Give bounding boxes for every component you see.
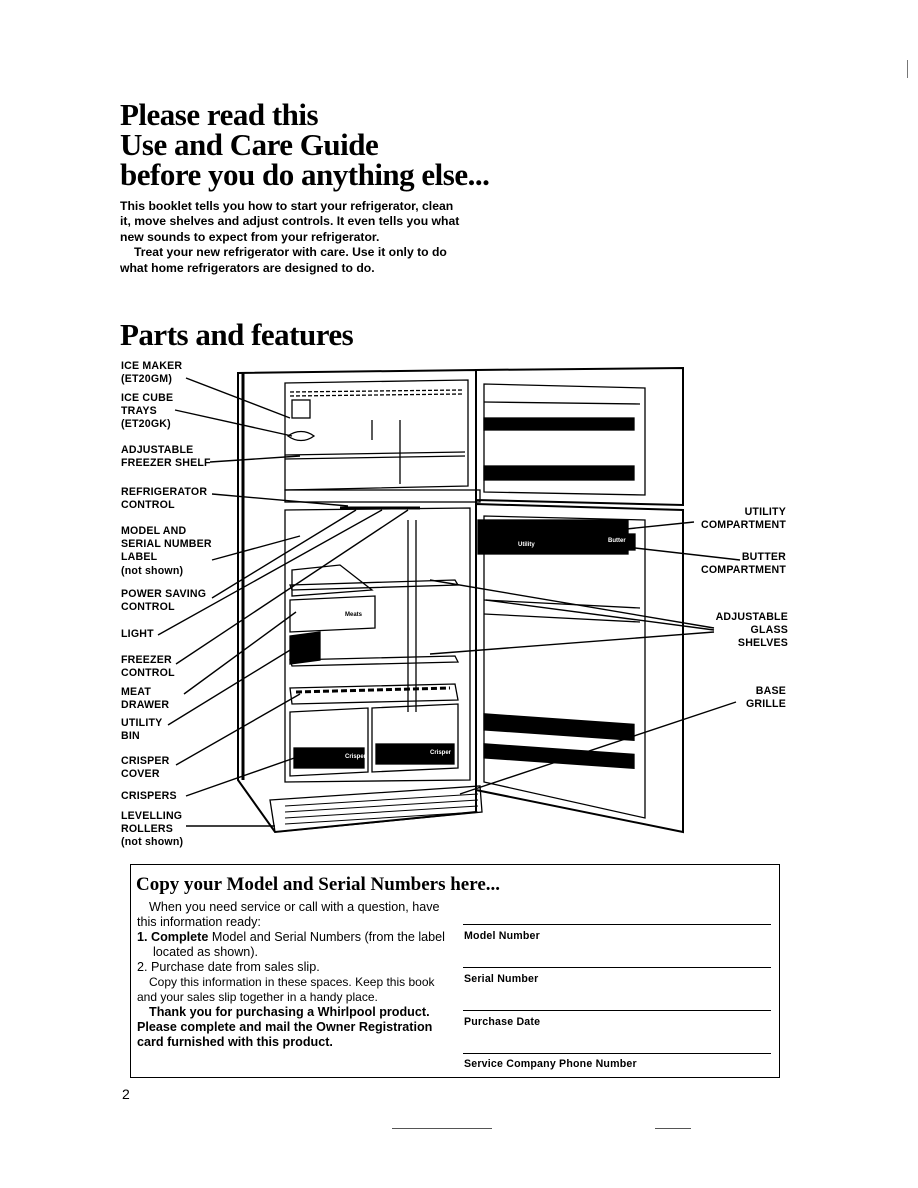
service-phone-label: Service Company Phone Number bbox=[464, 1058, 637, 1070]
title-line-2: Use and Care Guide bbox=[120, 127, 379, 162]
parts-heading: Parts and features bbox=[120, 317, 354, 352]
page-title: Please read this Use and Care Guide befo… bbox=[120, 97, 640, 192]
door-label-butter: Butter bbox=[608, 538, 626, 544]
crisper-label-left: Crisper bbox=[345, 754, 367, 760]
copy-box-instructions: When you need service or call with a que… bbox=[137, 900, 447, 1050]
meat-drawer bbox=[289, 595, 376, 633]
copy-box-note: Copy this information in these spaces. K… bbox=[137, 975, 435, 1004]
label-base-grille: BASE GRILLE bbox=[745, 685, 786, 711]
base-grille-shape bbox=[269, 785, 483, 833]
label-ice-maker: ICE MAKER (ET20GM) bbox=[121, 360, 183, 386]
copy-box-thanks: Thank you for purchasing a Whirlpool pro… bbox=[137, 1005, 433, 1049]
copy-box-item-1-bold: 1. Complete bbox=[137, 930, 209, 944]
label-crispers: CRISPERS bbox=[121, 790, 177, 802]
serial-number-label: Serial Number bbox=[464, 973, 539, 985]
refrigerator-door bbox=[475, 502, 684, 834]
copy-box-item-1-rest: Model and Serial Numbers (from the label… bbox=[153, 930, 445, 959]
fresh-food-compartment bbox=[284, 507, 471, 783]
intro-text: This booklet tells you how to start your… bbox=[120, 199, 460, 276]
label-levelling-rollers: LEVELLING ROLLERS (not shown) bbox=[121, 810, 184, 849]
model-number-label: Model Number bbox=[464, 930, 540, 942]
model-number-line bbox=[463, 924, 771, 925]
page-number: 2 bbox=[122, 1086, 130, 1102]
label-meat-drawer: MEAT DRAWER bbox=[121, 686, 170, 712]
service-phone-line bbox=[463, 1053, 771, 1054]
intro-paragraph-2: Treat your new refrigerator with care. U… bbox=[120, 245, 447, 275]
drawer-label-meats: Meats bbox=[345, 612, 363, 618]
label-crisper-cover: CRISPER COVER bbox=[121, 755, 170, 781]
crisper-label-right: Crisper bbox=[430, 750, 452, 756]
label-light: LIGHT bbox=[121, 628, 154, 640]
title-line-1: Please read this bbox=[120, 97, 319, 132]
scan-mark bbox=[655, 1128, 691, 1129]
crisper-left bbox=[289, 707, 369, 777]
label-model-serial: MODEL AND SERIAL NUMBER LABEL (not shown… bbox=[121, 525, 212, 577]
scan-mark bbox=[907, 60, 908, 78]
label-power-saving-control: POWER SAVING CONTROL bbox=[121, 588, 207, 614]
copy-numbers-box bbox=[130, 864, 780, 1078]
label-freezer-control: FREEZER CONTROL bbox=[121, 654, 175, 680]
label-utility-compartment: UTILITY COMPARTMENT bbox=[701, 506, 786, 532]
copy-box-intro: When you need service or call with a que… bbox=[137, 900, 440, 929]
freezer-compartment bbox=[284, 379, 469, 491]
label-adjustable-freezer-shelf: ADJUSTABLE FREEZER SHELF bbox=[121, 444, 211, 470]
intro-paragraph-1: This booklet tells you how to start your… bbox=[120, 199, 460, 244]
label-refrigerator-control: REFRIGERATOR CONTROL bbox=[121, 486, 208, 512]
purchase-date-line bbox=[463, 1010, 771, 1011]
purchase-date-label: Purchase Date bbox=[464, 1016, 541, 1028]
title-line-3: before you do anything else... bbox=[120, 157, 490, 192]
label-adjustable-glass-shelves: ADJUSTABLE GLASS SHELVES bbox=[715, 611, 788, 650]
label-utility-bin: UTILITY BIN bbox=[121, 717, 163, 743]
freezer-door bbox=[475, 366, 684, 507]
crisper-right bbox=[371, 703, 459, 773]
serial-number-line bbox=[463, 967, 771, 968]
control-panel bbox=[284, 489, 481, 503]
copy-box-title: Copy your Model and Serial Numbers here.… bbox=[136, 874, 500, 895]
copy-box-item-2: 2. Purchase date from sales slip. bbox=[137, 960, 320, 974]
door-label-utility: Utility bbox=[518, 542, 535, 548]
label-butter-compartment: BUTTER COMPARTMENT bbox=[701, 551, 786, 577]
label-ice-cube-trays: ICE CUBE TRAYS (ET20GK) bbox=[121, 392, 174, 431]
scan-mark bbox=[392, 1128, 492, 1129]
copy-box-item-1: 1. Complete Model and Serial Numbers (fr… bbox=[137, 930, 447, 960]
